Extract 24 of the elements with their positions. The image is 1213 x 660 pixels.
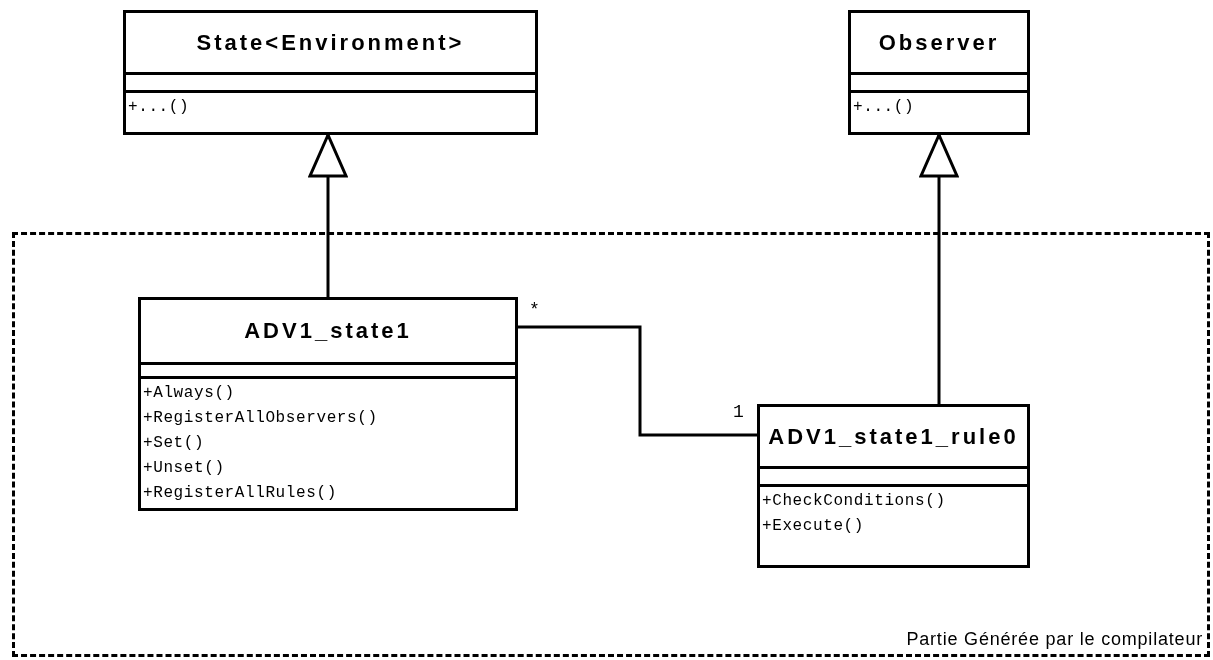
class-box xyxy=(123,10,538,135)
method-name: +...() xyxy=(128,97,190,118)
method-name: +Execute() xyxy=(762,516,864,537)
class-name: ADV1_state1 xyxy=(244,318,412,344)
class-box xyxy=(138,297,518,511)
association-line xyxy=(518,325,757,437)
class-name: Observer xyxy=(878,29,1000,56)
method-name: +...() xyxy=(853,97,915,118)
multiplicity-label: 1 xyxy=(733,402,744,422)
inheritance-arrow xyxy=(919,133,959,404)
class-name: ADV1_state1_rule0 xyxy=(768,423,1019,450)
multiplicity-label: * xyxy=(529,300,540,320)
package-frame xyxy=(12,232,1210,657)
method-name: +RegisterAllObservers() xyxy=(143,408,378,429)
inheritance-arrow xyxy=(308,133,348,297)
class-box xyxy=(757,404,1030,568)
class-name: State<Environment> xyxy=(196,29,465,56)
method-name: +Unset() xyxy=(143,458,225,479)
method-name: +Set() xyxy=(143,433,205,454)
method-name: +RegisterAllRules() xyxy=(143,483,337,504)
package-label: Partie Générée par le compilateur xyxy=(906,629,1203,650)
method-name: +CheckConditions() xyxy=(762,491,946,512)
class-box xyxy=(848,10,1030,135)
method-name: +Always() xyxy=(143,383,235,404)
